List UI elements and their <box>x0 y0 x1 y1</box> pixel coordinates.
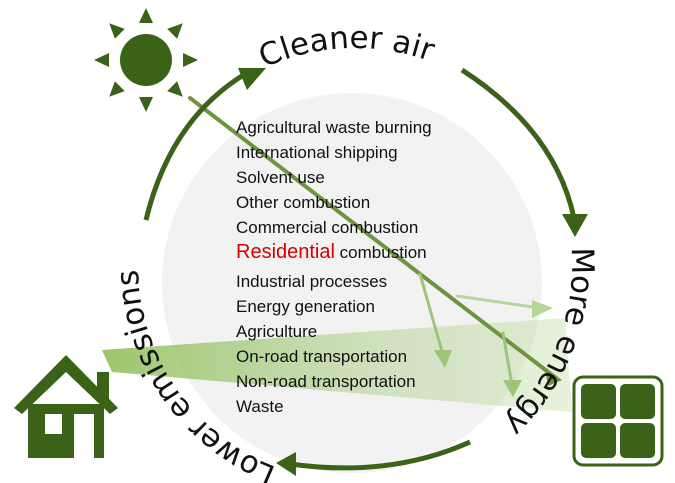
sector-item-residential: Residential combustion <box>236 240 432 265</box>
arrow-bottom-arc <box>289 439 472 471</box>
sector-item: Commercial combustion <box>236 218 419 237</box>
sector-suffix: combustion <box>334 243 427 262</box>
arrowhead-icon <box>238 68 266 90</box>
emission-wedge <box>102 318 572 412</box>
emission-sector-list: Agricultural waste burning International… <box>236 115 432 419</box>
sector-item: Industrial processes <box>236 272 388 291</box>
house-icon <box>14 355 118 458</box>
solar-panel-icon <box>572 375 664 467</box>
arrow-right-arc <box>460 67 577 219</box>
sector-item: International shipping <box>236 143 398 162</box>
sector-item: Energy generation <box>236 297 375 316</box>
sector-item: Agricultural waste burning <box>236 118 432 137</box>
sector-item: Other combustion <box>236 193 371 212</box>
sector-item: Solvent use <box>236 168 325 187</box>
sector-item: Waste <box>236 397 284 416</box>
sector-item: On-road transportation <box>236 347 408 366</box>
highlight-residential: Residential <box>236 241 335 263</box>
energy-beam <box>188 96 562 397</box>
arrowhead-icon <box>276 452 296 476</box>
label-cleaner-air: Cleaner air <box>254 20 439 75</box>
arrow-left-arc <box>143 71 247 221</box>
arrowhead-icon <box>562 214 588 237</box>
sector-item: Agriculture <box>236 322 318 341</box>
sector-item: Non-road transportation <box>236 372 416 391</box>
cycle-arrows <box>143 67 577 471</box>
sun-icon <box>94 8 198 112</box>
